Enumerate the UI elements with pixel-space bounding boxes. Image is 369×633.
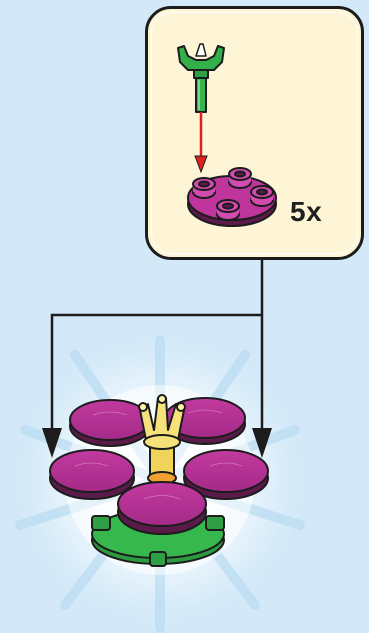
yellow-crown	[139, 395, 185, 484]
tile-back-left	[70, 400, 150, 446]
tile-left	[50, 450, 134, 499]
tile-front	[118, 482, 206, 534]
